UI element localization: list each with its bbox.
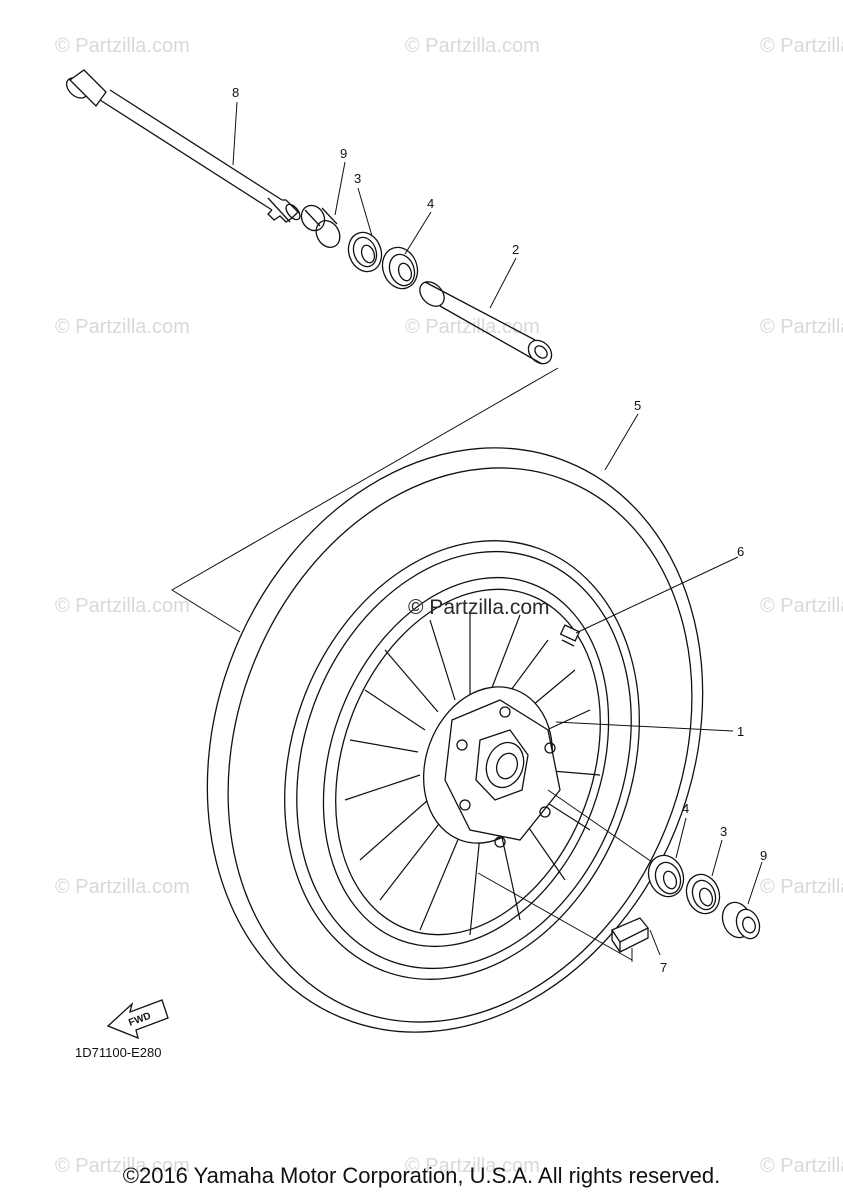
callout-oil-seal-top: 3 [354,171,361,186]
callouts: 8 9 3 4 2 5 6 1 4 3 9 7 [232,85,767,975]
cast-wheel[interactable] [225,490,698,1029]
diagram-code: 1D71100-E280 [75,1045,162,1060]
watermark: © Partzilla.com [760,595,843,617]
callout-valve: 6 [737,544,744,559]
watermark: © Partzilla.com [55,1155,190,1177]
oil-seal-bottom[interactable] [681,870,725,919]
watermark: © Partzilla.com [55,876,190,898]
callout-balance-weight: 7 [660,960,667,975]
leader-lines [232,101,763,962]
watermark-center: © Partzilla.com [408,596,550,619]
watermark: © Partzilla.com [55,316,190,338]
callout-spacer: 2 [512,242,519,257]
callout-wheel: 1 [737,724,744,739]
watermark: © Partzilla.com [405,1155,540,1177]
watermark: © Partzilla.com [760,876,843,898]
balance-weight[interactable] [611,917,650,953]
callout-bearing-bottom: 4 [682,801,689,816]
watermark: © Partzilla.com [405,35,540,57]
fwd-arrow-icon: FWD [106,999,169,1040]
spacer[interactable] [415,277,556,368]
bearing-bottom[interactable] [643,850,689,901]
callout-tire: 5 [634,398,641,413]
watermark: © Partzilla.com [760,316,843,338]
watermark: © Partzilla.com [55,35,190,57]
air-valve[interactable] [559,624,581,647]
callout-collar-top: 9 [340,146,347,161]
callout-axle: 8 [232,85,239,100]
watermark: © Partzilla.com [760,35,843,57]
collar-top[interactable] [297,201,345,251]
watermark-layer: © Partzilla.com © Partzilla.com © Partzi… [55,35,843,1177]
callout-oil-seal-bottom: 3 [720,824,727,839]
bearing-top[interactable] [377,242,423,293]
collar-bottom[interactable] [718,898,764,942]
watermark: © Partzilla.com [55,595,190,617]
callout-bearing-top: 4 [427,196,434,211]
oil-seal-top[interactable] [343,228,387,277]
assembly-line [171,367,559,633]
callout-collar-bottom: 9 [760,848,767,863]
copyright-notice: ©2016 Yamaha Motor Corporation, U.S.A. A… [122,1163,721,1188]
watermark: © Partzilla.com [760,1155,843,1177]
watermark: © Partzilla.com [405,316,540,338]
front-axle[interactable] [63,69,303,223]
